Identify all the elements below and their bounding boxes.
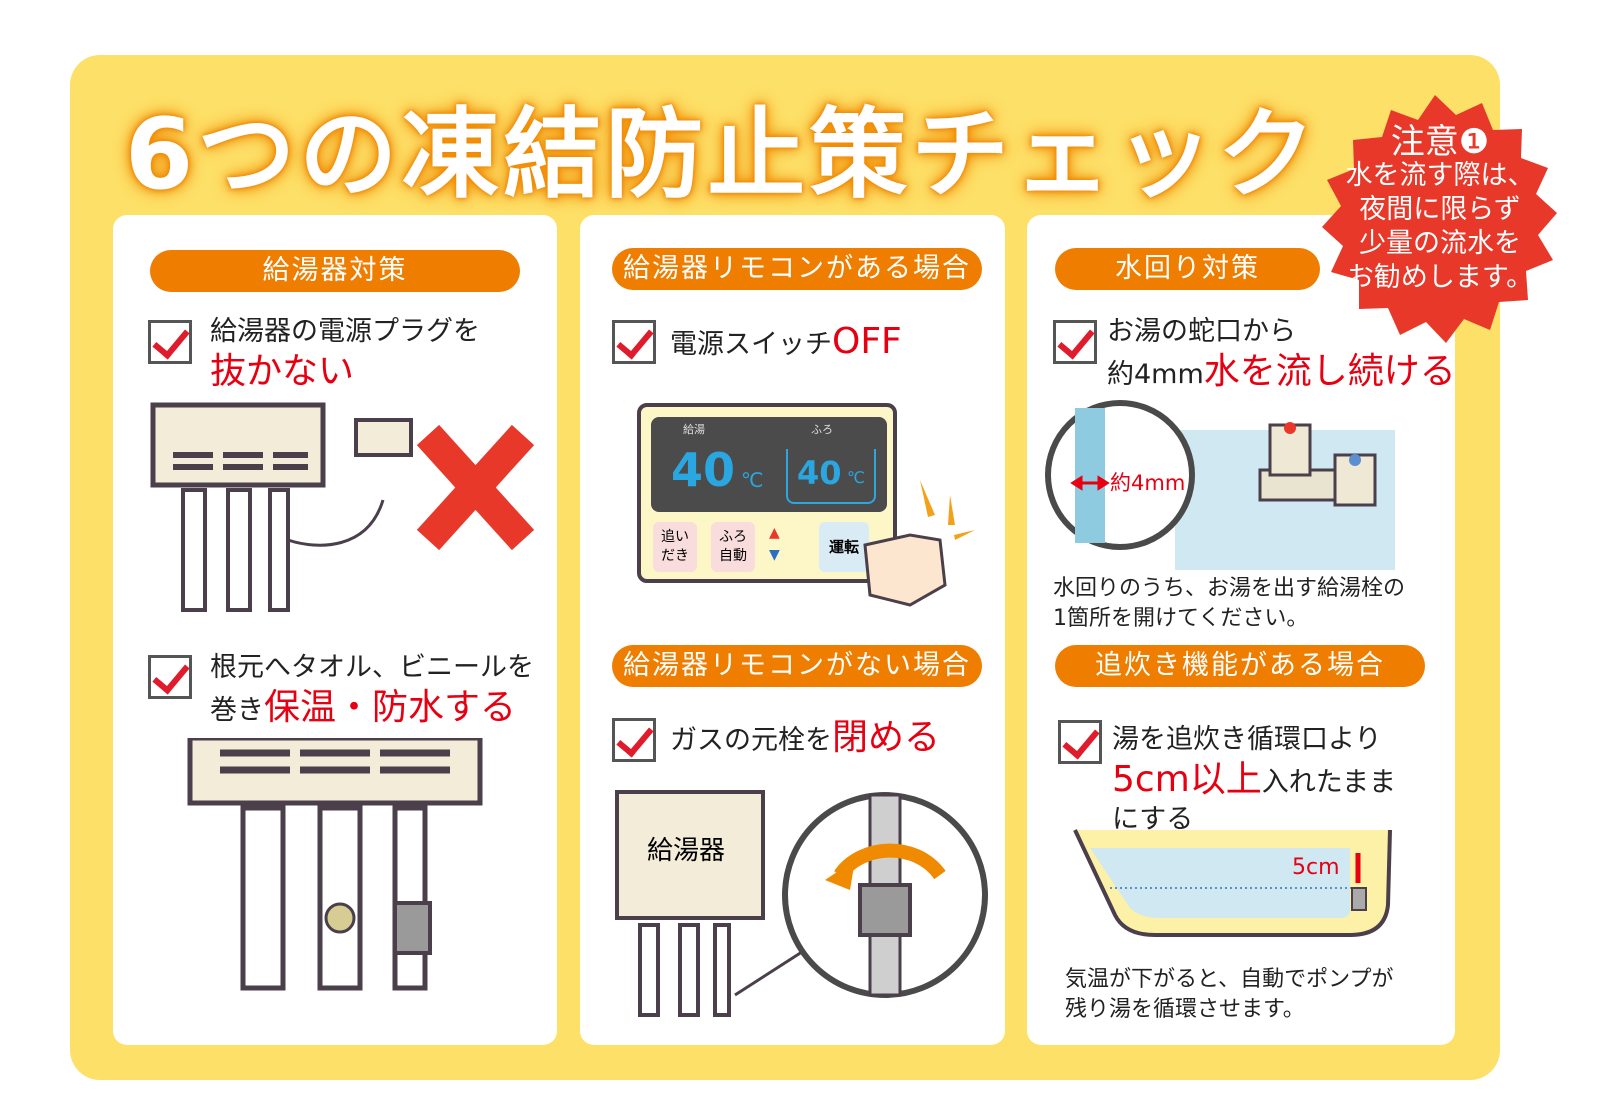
note-text: 1箇所を開けてください。 xyxy=(1053,606,1309,631)
display-label: ふろ xyxy=(811,423,833,436)
notice-text: 注意❶ 水を流す際は、 夜間に限らず 少量の流水を お勧めします。 xyxy=(1330,125,1550,295)
item-text-line2: 5cm以上入れたまま xyxy=(1112,760,1396,803)
checkbox-icon xyxy=(148,320,192,364)
item-emphasis: 5cm以上 xyxy=(1112,759,1262,800)
pressing-hand-illustration xyxy=(863,480,975,607)
section-header: 追炊き機能がある場合 xyxy=(1055,645,1425,687)
page-title: 6つの凍結防止策チェック xyxy=(125,98,1320,212)
section-header: 水回り対策 xyxy=(1055,248,1320,290)
notice-line: 水を流す際は、 xyxy=(1345,160,1535,191)
down-arrow-icon[interactable]: ▼ xyxy=(769,547,780,563)
notice-heading: 注意❶ xyxy=(1390,122,1490,162)
remote-control: 給湯 ふろ 40 ℃ 40 ℃ 追い だき ふろ 自動 ▲ ▼ 運転 xyxy=(637,403,897,583)
gas-valve-illustration xyxy=(638,792,988,1017)
checkbox-icon xyxy=(612,718,656,762)
display-label: 給湯 xyxy=(683,423,705,436)
item-label: ガスの元栓を xyxy=(670,725,832,756)
item-emphasis: 抜かない xyxy=(210,351,355,392)
item-text-line2: 約4mm水を流し続ける xyxy=(1107,352,1456,395)
notice-line: お勧めします。 xyxy=(1346,262,1534,293)
item-emphasis: OFF xyxy=(832,321,902,362)
section-header: 給湯器リモコンがある場合 xyxy=(612,248,982,290)
temperature-unit: ℃ xyxy=(847,468,865,487)
note-text: 気温が下がると、自動でポンプが xyxy=(1065,967,1394,992)
item-suffix: 入れたまま xyxy=(1261,767,1396,798)
heater-label: 給湯器 xyxy=(647,836,726,866)
item-text: 湯を追炊き循環口より xyxy=(1112,724,1382,755)
section-header: 給湯器リモコンがない場合 xyxy=(612,645,982,687)
checkbox-icon xyxy=(148,655,192,699)
up-arrow-icon[interactable]: ▲ xyxy=(769,525,780,541)
double-arrow-icon xyxy=(1070,475,1110,491)
item-text: 給湯器の電源プラグを xyxy=(210,316,480,347)
water-heater-box: 給湯器 xyxy=(615,790,765,920)
item-text: お湯の蛇口から xyxy=(1107,316,1296,347)
auto-bath-button[interactable]: ふろ 自動 xyxy=(711,522,755,572)
temperature-value: 40 xyxy=(797,454,842,492)
item-prefix: 巻き xyxy=(210,695,264,726)
item-emphasis: 保温・防水する xyxy=(264,687,517,728)
item-text: ガスの元栓を閉める xyxy=(670,718,940,761)
temperature-unit: ℃ xyxy=(741,468,764,492)
notice-line: 少量の流水を xyxy=(1359,228,1521,259)
depth-label: 5cm xyxy=(1292,855,1340,880)
notice-line: 夜間に限らず xyxy=(1359,194,1521,225)
item-emphasis: 閉める xyxy=(832,717,941,758)
bathtub-illustration xyxy=(1073,829,1392,937)
item-text: 根元へタオル、ビニールを xyxy=(210,652,534,683)
reheat-button[interactable]: 追い だき xyxy=(653,522,697,572)
item-text: 電源スイッチOFF xyxy=(670,322,902,365)
remote-display: 給湯 ふろ 40 ℃ 40 ℃ xyxy=(651,417,887,512)
checkbox-icon xyxy=(612,320,656,364)
section-header: 給湯器対策 xyxy=(150,250,520,292)
item-prefix: 約4mm xyxy=(1107,359,1204,390)
heater-plug-illustration xyxy=(150,402,535,612)
item-emphasis: 水を流し続ける xyxy=(1203,351,1456,392)
notice-burst-badge xyxy=(1322,95,1557,343)
faucet-illustration xyxy=(1045,400,1395,570)
note-text: 水回りのうち、お湯を出す給湯栓の xyxy=(1053,576,1406,601)
item-text-line3: にする xyxy=(1112,804,1194,835)
temperature-value: 40 xyxy=(671,443,736,497)
heater-insulation-illustration xyxy=(187,738,483,991)
x-mark-icon xyxy=(416,424,535,551)
gap-label: 約4mm xyxy=(1110,471,1186,495)
checkbox-icon xyxy=(1053,320,1097,364)
display-frame xyxy=(786,449,876,504)
item-label: 電源スイッチ xyxy=(670,329,832,360)
item-text-line2: 巻き保温・防水する xyxy=(210,688,516,731)
checkbox-icon xyxy=(1058,720,1102,764)
note-text: 残り湯を循環させます。 xyxy=(1065,997,1305,1022)
power-button[interactable]: 運転 xyxy=(819,522,869,572)
